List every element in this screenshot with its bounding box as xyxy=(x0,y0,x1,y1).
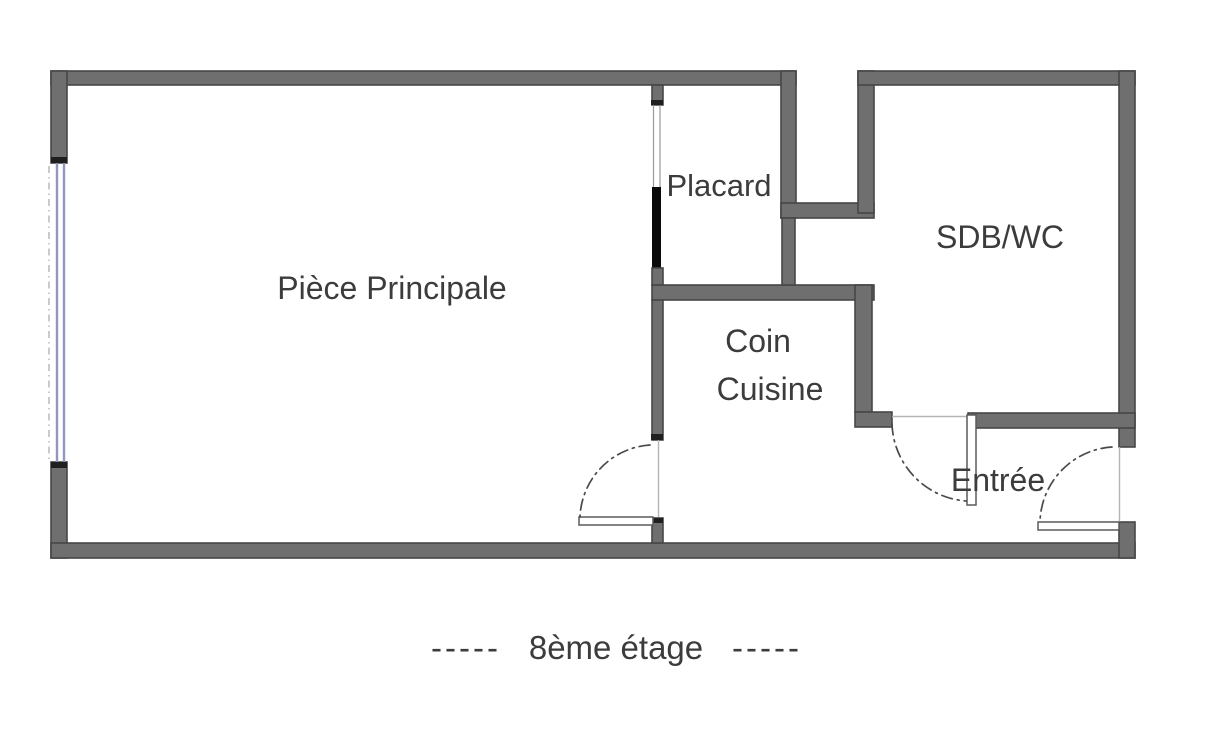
wall-closet-right-lower xyxy=(781,217,796,286)
wall-kitchen-top xyxy=(651,284,875,301)
main-door-leaf xyxy=(578,516,654,526)
wall-main-door-stub-cap xyxy=(651,518,663,523)
wall-bottom xyxy=(50,542,1136,559)
bathroom-door-leaf xyxy=(966,414,977,506)
room-label-kitchen-line1: Coin xyxy=(725,323,791,359)
room-label-entrance: Entrée xyxy=(951,462,1045,498)
wall-kitchen-left xyxy=(651,299,664,441)
wall-niche-left xyxy=(780,70,797,219)
entry-door-leaf xyxy=(1037,521,1120,531)
room-label-bathroom: SDB/WC xyxy=(936,219,1064,255)
wall-top-left-section xyxy=(50,70,797,86)
room-label-closet: Placard xyxy=(666,168,771,203)
entry-door-swing-arc xyxy=(1039,446,1113,523)
wall-left-upper xyxy=(50,70,68,164)
caption-dashes-right: ----- xyxy=(732,629,802,666)
wall-top-right-section xyxy=(857,70,1136,86)
wall-closet-partition-bottom-stub xyxy=(651,267,664,286)
wall-bathroom-bottom xyxy=(967,412,1136,429)
wall-niche-right xyxy=(857,70,875,214)
caption-floor-text: 8ème étage xyxy=(529,629,703,666)
wall-kitchen-right-foot xyxy=(854,411,893,428)
closet-sliding-door-panel xyxy=(652,187,661,268)
caption-dashes-left: ----- xyxy=(431,629,501,666)
wall-left-upper-end-cap xyxy=(51,157,67,163)
wall-closet-partition-top-stub-cap xyxy=(651,100,663,105)
room-label-main: Pièce Principale xyxy=(277,270,506,306)
wall-kitchen-left-end-cap xyxy=(651,434,663,440)
bathroom-door-swing-arc xyxy=(891,423,967,502)
wall-bottom-right-corner-stub xyxy=(1118,521,1136,559)
wall-right xyxy=(1118,70,1136,448)
main-door-swing-arc xyxy=(579,444,651,518)
wall-kitchen-right xyxy=(854,284,873,413)
wall-left-lower-end-cap xyxy=(51,462,67,468)
room-label-kitchen-line2: Cuisine xyxy=(717,371,824,407)
